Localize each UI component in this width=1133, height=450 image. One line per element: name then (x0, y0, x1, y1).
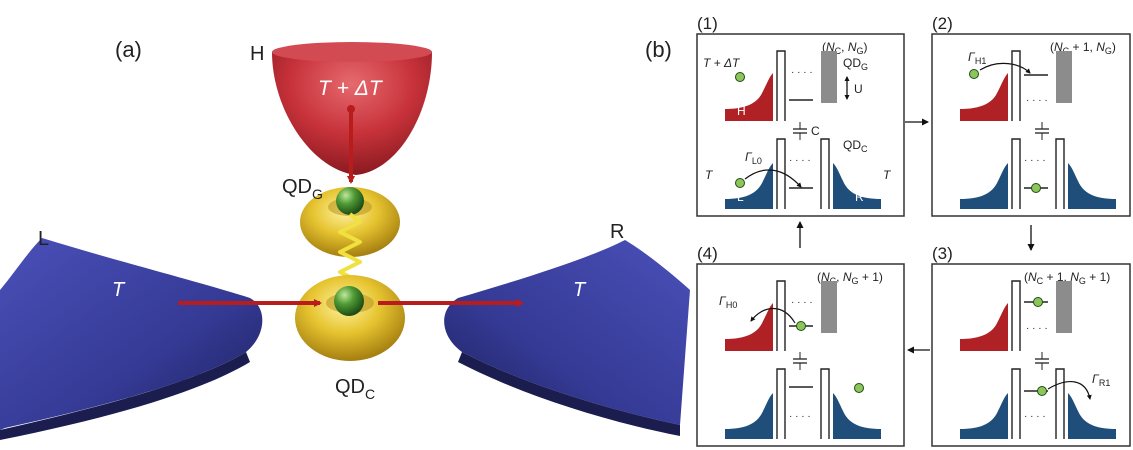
subpanel-2-left-barrier (1011, 138, 1021, 209)
lead-h-label: H (250, 43, 264, 65)
subpanel-1-state: (NC, NG) (822, 40, 868, 56)
panel-b-label: (b) (645, 37, 672, 62)
subpanel-2-grey-block (1056, 51, 1072, 103)
subpanel-1-number: (1) (697, 14, 718, 33)
subpanel-4-right-electron (854, 383, 864, 393)
subpanel-3-left-barrier (1011, 368, 1021, 439)
lead-r-temp: T (573, 279, 587, 301)
right-lead-shape (444, 240, 690, 425)
subpanel-2-left-fermi (960, 163, 1008, 209)
subpanel-3-cond-dots: · · · · (1024, 411, 1046, 422)
subpanel-1-right-barrier (820, 138, 830, 209)
lead-l-temp: T (112, 279, 126, 301)
subpanel-1-gate-dots: · · · · (791, 67, 813, 78)
subpanel-1-rate: ΓL0 (745, 150, 762, 166)
subpanel-1-left-temp: T (705, 168, 714, 182)
subpanel-3-hot-fermi (960, 303, 1008, 351)
panel-b: (b) (1) (NC, NG) T + ΔT H · · · · QDG U … (645, 14, 1131, 447)
qd-conductor-electron (334, 286, 364, 316)
subpanel-3-state: (NC + 1, NG + 1) (1024, 270, 1110, 286)
subpanel-1-hot-fermi (725, 73, 773, 121)
subpanel-4: (4) (NC, NG + 1) ΓH0 · · · · · · · · (696, 244, 905, 447)
qd-gate-donut (300, 187, 400, 257)
subpanel-4-right-fermi (833, 393, 881, 439)
subpanel-4-gate-barrier (776, 280, 786, 351)
subpanel-4-left-barrier (776, 368, 786, 439)
subpanel-3-gate-electron (1033, 297, 1043, 307)
subpanel-1-qdg-label: QDG (843, 56, 868, 72)
subpanel-1-left-label: L (737, 190, 744, 204)
subpanel-4-number: (4) (697, 244, 718, 263)
hot-reservoir-top (272, 42, 432, 62)
subpanel-3-cond-electron (1037, 386, 1047, 396)
subpanel-1-left-fermi (725, 163, 773, 209)
subpanel-1-c-label: C (811, 124, 820, 138)
right-lead-edge (458, 352, 680, 436)
subpanel-1-hot-temp: T + ΔT (703, 56, 741, 70)
panel-a-label: (a) (115, 37, 142, 62)
subpanel-3-right-fermi (1068, 393, 1116, 439)
subpanel-1-hot-electron (735, 72, 745, 82)
subpanel-4-tunnel-arrow (750, 307, 796, 324)
subpanel-2-right-fermi (1068, 163, 1116, 209)
qd-gate-label: QDG (282, 176, 323, 202)
subpanel-1-gate-barrier (776, 50, 786, 121)
subpanel-2-rate: ΓH1 (968, 50, 986, 66)
subpanel-1-grey-block (821, 51, 837, 103)
subpanel-4-gate-electron (796, 321, 806, 331)
subpanel-1-right-temp: T (883, 168, 892, 182)
subpanel-3-right-barrier (1055, 368, 1065, 439)
subpanel-4-hot-fermi (725, 303, 773, 351)
subpanel-2-tunnel-arrow (979, 62, 1031, 74)
subpanel-1-tunnel-arrow (744, 169, 802, 188)
subpanel-1: (1) (NC, NG) T + ΔT H · · · · QDG U C QD… (696, 14, 905, 217)
hot-temp-label: T + ΔT (318, 77, 384, 100)
qd-gate-electron (336, 187, 364, 215)
subpanel-2-hot-electron (969, 69, 979, 79)
panel-a: (a) L T R T H T + ΔT QDG QDC (0, 37, 690, 440)
subpanel-3-frame (931, 263, 1131, 447)
subpanel-3-rate: ΓR1 (1092, 372, 1110, 388)
subpanel-4-grey-block (821, 281, 837, 333)
qd-conductor-donut (295, 275, 405, 361)
subpanel-4-cond-dots: · · · · (789, 411, 811, 422)
subpanel-3: (3) (NC + 1, NG + 1) · · · · · · · · ΓR1 (931, 244, 1131, 447)
subpanel-1-u-label: U (854, 82, 863, 96)
subpanel-3-grey-block (1056, 281, 1072, 333)
subpanel-3-number: (3) (932, 244, 953, 263)
subpanel-1-right-label: R (855, 190, 864, 204)
subpanel-2-gate-barrier (1011, 50, 1021, 121)
lead-l-label: L (38, 228, 49, 250)
subpanel-2-hot-fermi (960, 73, 1008, 121)
subpanel-1-left-electron (735, 178, 745, 188)
subpanel-3-gate-dots: · · · · (1026, 323, 1048, 334)
subpanel-2-right-barrier (1055, 138, 1065, 209)
subpanel-1-qdc-label: QDC (843, 138, 868, 154)
subpanel-4-right-barrier (820, 368, 830, 439)
subpanel-1-cond-dots: · · · · (789, 155, 811, 166)
subpanel-2: (2) (NC + 1, NG) ΓH1 · · · · · · · · (931, 14, 1131, 217)
subpanel-1-hot-label: H (737, 104, 746, 118)
subpanel-4-gate-dots: · · · · (791, 297, 813, 308)
subpanel-1-right-fermi (833, 163, 881, 209)
subpanel-2-number: (2) (932, 14, 953, 33)
subpanel-4-left-fermi (725, 393, 773, 439)
subpanel-4-rate: ΓH0 (719, 294, 737, 310)
subpanel-2-cond-electron (1031, 183, 1041, 193)
subpanel-3-left-fermi (960, 393, 1008, 439)
qd-conductor-label: QDC (335, 376, 375, 402)
subpanel-2-cond-dots: · · · · (1024, 155, 1046, 166)
subpanel-3-tunnel-arrow (1047, 381, 1092, 400)
subpanel-2-frame (931, 33, 1131, 217)
subpanel-2-gate-dots: · · · · (1026, 95, 1048, 106)
left-lead-edge (0, 352, 250, 440)
left-lead-shape (0, 238, 263, 430)
lead-r-label: R (610, 221, 624, 243)
subpanel-3-gate-barrier (1011, 280, 1021, 351)
